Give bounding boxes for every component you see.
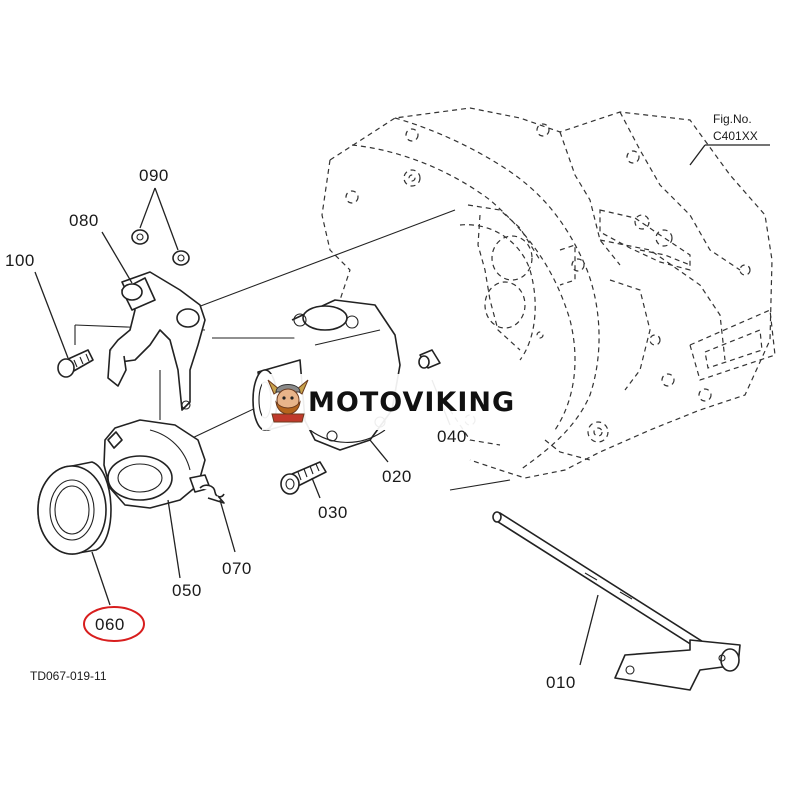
callout-020: 020 [382, 467, 412, 486]
part-100-grease-nipple [57, 349, 94, 378]
viking-logo-icon [267, 379, 309, 423]
drawing-code: TD067-019-11 [30, 669, 107, 683]
part-070-spring-clip [199, 484, 225, 504]
callout-030: 030 [318, 503, 348, 522]
callout-100: 100 [5, 251, 35, 270]
fig-label: Fig.No. [713, 112, 752, 126]
part-010-release-shaft [492, 511, 741, 691]
callout-050: 050 [172, 581, 202, 600]
part-090-washers [131, 229, 190, 266]
callout-090: 090 [139, 166, 169, 185]
part-060-release-bearing [37, 461, 112, 555]
callout-040: 040 [437, 427, 467, 446]
figure-number: Fig.No. C401XX [713, 112, 758, 143]
part-050-release-hub [103, 419, 211, 509]
callout-010: 010 [546, 673, 576, 692]
callout-080: 080 [69, 211, 99, 230]
highlight-circle-060 [83, 606, 145, 642]
watermark-brand: MOTOVIKING [308, 387, 515, 418]
leader-lines [34, 144, 770, 666]
part-080-release-fork [107, 271, 206, 411]
fig-code: C401XX [713, 129, 758, 143]
callout-070: 070 [222, 559, 252, 578]
part-030-bolt [280, 461, 327, 495]
dowel-pin [418, 349, 441, 369]
watermark: MOTOVIKING [262, 374, 536, 430]
callout-060: 060 [95, 615, 125, 634]
callout-labels: 010 020 030 040 050 060 070 080 090 100 [5, 166, 576, 692]
